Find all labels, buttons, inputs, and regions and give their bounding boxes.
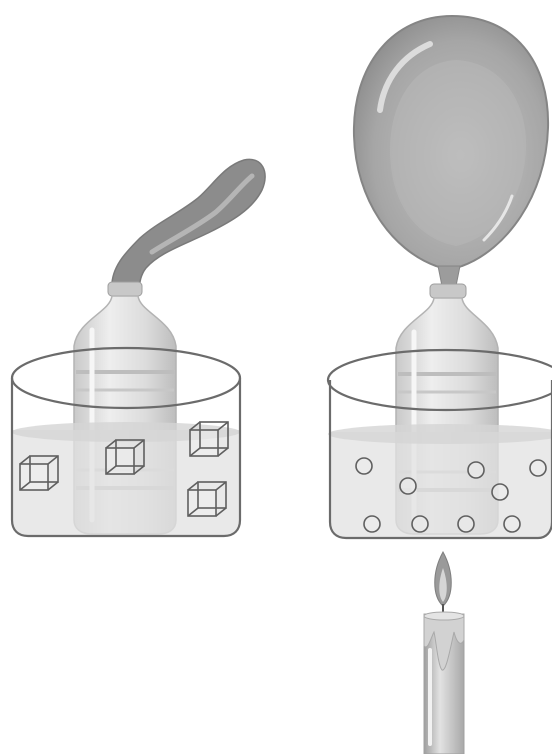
inflated-balloon — [354, 16, 548, 286]
candle — [424, 552, 464, 754]
bubble — [468, 462, 484, 478]
bubble — [458, 516, 474, 532]
deflated-balloon — [112, 159, 265, 294]
cold-setup — [12, 159, 265, 536]
bubble — [530, 460, 546, 476]
bubble — [356, 458, 372, 474]
hot-setup — [328, 16, 552, 754]
bubble — [504, 516, 520, 532]
bubble — [492, 484, 508, 500]
bubble — [364, 516, 380, 532]
bubble — [412, 516, 428, 532]
bubble — [400, 478, 416, 494]
